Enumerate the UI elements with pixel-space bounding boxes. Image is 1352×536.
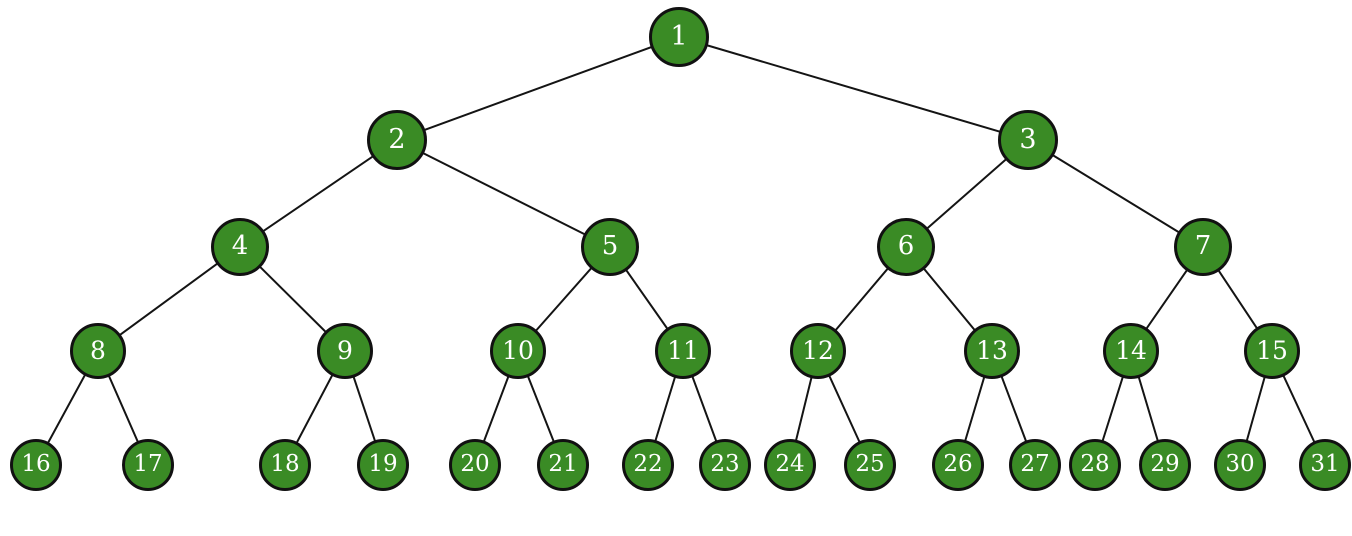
tree-node-20[interactable]: 20: [449, 439, 501, 491]
tree-node-26[interactable]: 26: [932, 439, 984, 491]
tree-node-11[interactable]: 11: [655, 323, 711, 379]
tree-node-1[interactable]: 1: [649, 7, 709, 67]
tree-node-label: 8: [90, 335, 106, 365]
tree-node-label: 9: [337, 335, 353, 365]
tree-node-label: 29: [1150, 450, 1180, 477]
tree-node-label: 6: [897, 231, 915, 261]
tree-node-27[interactable]: 27: [1009, 439, 1061, 491]
tree-node-17[interactable]: 17: [122, 439, 174, 491]
tree-node-31[interactable]: 31: [1299, 439, 1351, 491]
tree-node-6[interactable]: 6: [877, 218, 935, 276]
tree-node-label: 3: [1019, 123, 1037, 155]
tree-node-label: 15: [1256, 335, 1288, 365]
tree-node-label: 12: [802, 335, 834, 365]
tree-node-label: 19: [368, 450, 398, 477]
tree-node-28[interactable]: 28: [1069, 439, 1121, 491]
tree-node-label: 5: [601, 231, 619, 261]
tree-node-label: 16: [21, 450, 51, 477]
tree-node-18[interactable]: 18: [259, 439, 311, 491]
tree-edge: [678, 36, 1029, 141]
tree-node-30[interactable]: 30: [1214, 439, 1266, 491]
tree-node-8[interactable]: 8: [70, 323, 126, 379]
tree-node-19[interactable]: 19: [357, 439, 409, 491]
tree-node-12[interactable]: 12: [790, 323, 846, 379]
tree-node-15[interactable]: 15: [1244, 323, 1300, 379]
tree-node-13[interactable]: 13: [964, 323, 1020, 379]
tree-node-label: 21: [548, 450, 578, 477]
tree-node-25[interactable]: 25: [844, 439, 896, 491]
tree-node-label: 25: [855, 450, 885, 477]
tree-node-3[interactable]: 3: [998, 110, 1058, 170]
tree-node-label: 22: [633, 450, 663, 477]
tree-node-label: 14: [1115, 335, 1147, 365]
tree-node-label: 20: [460, 450, 490, 477]
tree-node-label: 7: [1194, 231, 1212, 261]
tree-node-29[interactable]: 29: [1139, 439, 1191, 491]
tree-node-label: 28: [1080, 450, 1110, 477]
tree-node-label: 13: [976, 335, 1008, 365]
tree-node-5[interactable]: 5: [581, 218, 639, 276]
tree-node-label: 11: [667, 335, 699, 365]
tree-node-label: 27: [1020, 450, 1050, 477]
tree-node-2[interactable]: 2: [367, 110, 427, 170]
tree-node-10[interactable]: 10: [490, 323, 546, 379]
tree-node-label: 26: [943, 450, 973, 477]
tree-node-21[interactable]: 21: [537, 439, 589, 491]
tree-node-label: 18: [270, 450, 300, 477]
tree-node-7[interactable]: 7: [1174, 218, 1232, 276]
tree-node-label: 10: [502, 335, 534, 365]
tree-node-label: 24: [775, 450, 805, 477]
tree-node-22[interactable]: 22: [622, 439, 674, 491]
tree-node-label: 1: [670, 20, 688, 52]
tree-edge: [396, 139, 611, 248]
tree-node-23[interactable]: 23: [699, 439, 751, 491]
tree-node-label: 23: [710, 450, 740, 477]
tree-node-4[interactable]: 4: [211, 218, 269, 276]
tree-node-14[interactable]: 14: [1103, 323, 1159, 379]
tree-edge: [1027, 139, 1204, 248]
tree-node-label: 4: [231, 231, 249, 261]
tree-node-16[interactable]: 16: [10, 439, 62, 491]
tree-edge: [239, 139, 398, 248]
tree-node-label: 2: [388, 123, 406, 155]
tree-node-label: 30: [1225, 450, 1255, 477]
tree-node-label: 17: [133, 450, 163, 477]
tree-node-label: 31: [1310, 450, 1340, 477]
tree-node-9[interactable]: 9: [317, 323, 373, 379]
tree-edge: [396, 36, 680, 141]
tree-node-24[interactable]: 24: [764, 439, 816, 491]
